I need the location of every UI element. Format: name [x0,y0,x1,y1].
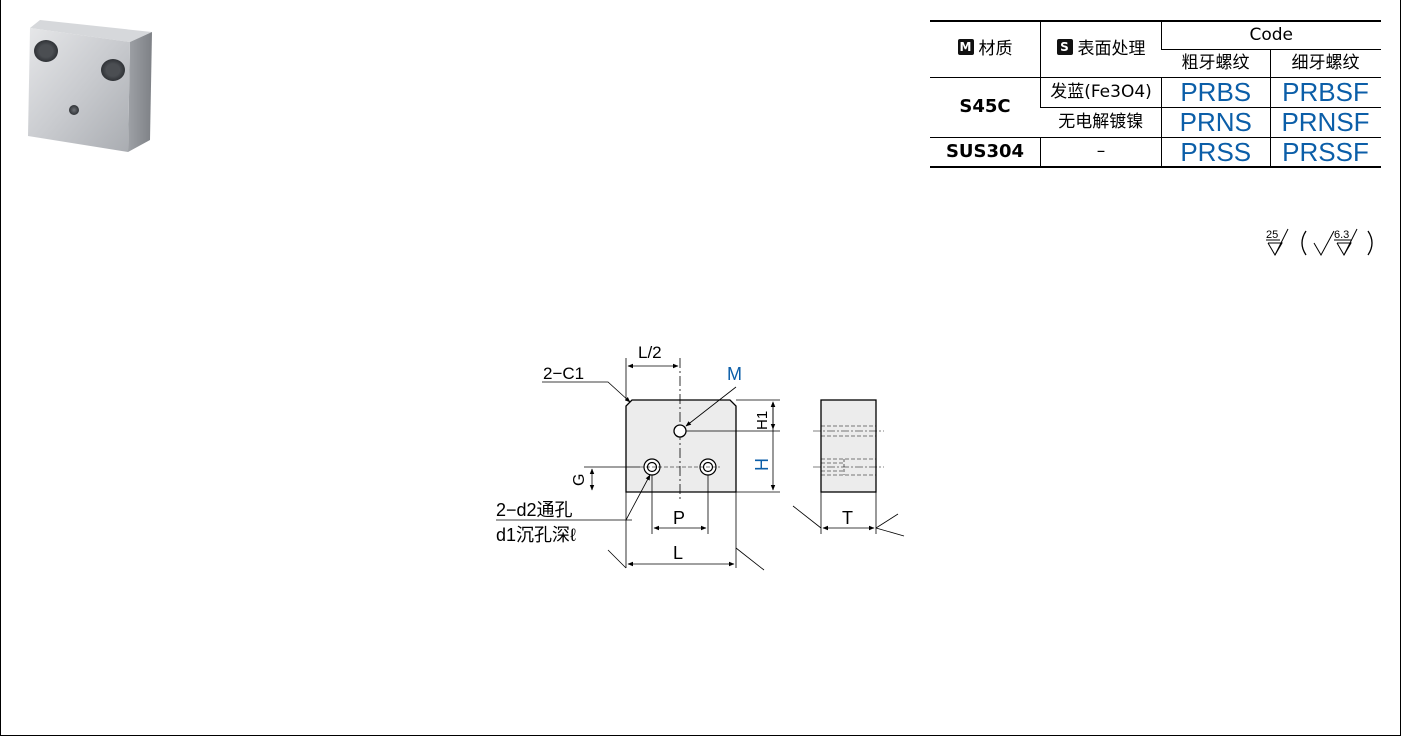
dim-l: L [673,543,683,563]
surface-cell: 无电解镀镍 [1040,106,1162,138]
code-cell: PRBS [1161,76,1270,108]
dim-g: G [571,474,588,486]
dim-l-half: L/2 [638,343,662,362]
code-cell: PRNS [1161,106,1270,138]
code-cell: PRSS [1161,136,1270,168]
material-cell: SUS304 [930,136,1041,168]
open-paren-icon [1301,230,1307,256]
surface-cell: – [1040,136,1162,168]
roughness-alt-value: 6.3 [1334,229,1349,241]
dim-t: T [842,508,853,528]
check-root-icon [1313,230,1335,257]
surface-badge: S [1056,38,1073,55]
material-cell: S45C [930,76,1041,138]
roughness-main-value: 25 [1266,229,1278,241]
code-header: Code [1161,20,1381,50]
code-cell: PRSSF [1269,136,1381,168]
material-header-label: 材质 [978,38,1013,59]
material-badge: M [957,38,974,55]
fine-thread-header: 细牙螺纹 [1269,48,1381,78]
dim-h: H [752,458,772,471]
dim-p: P [673,508,685,528]
close-paren-icon [1367,230,1373,256]
label-through-hole: 2−d2通孔 [496,500,573,520]
tapped-hole-m [673,424,687,438]
surface-header-label: 表面处理 [1077,38,1146,59]
code-cell: PRNSF [1269,106,1381,138]
code-cell: PRBSF [1269,76,1381,108]
side-view-block [820,399,877,493]
coarse-thread-header: 粗牙螺纹 [1161,48,1270,78]
label-counterbore: d1沉孔深ℓ [496,525,576,545]
surface-cell: 发蓝(Fe3O4) [1040,76,1162,108]
label-thread-m: M [727,364,742,384]
technical-drawing: L/2 2−C1 M H1 H G 2−d2通孔 d1沉孔深ℓ P L T [496,343,905,571]
surface-roughness-symbol: 25 6.3 [1266,228,1373,257]
dim-h1: H1 [754,411,771,430]
product-photo [28,20,152,152]
label-chamfer: 2−C1 [543,364,584,383]
front-view-block [625,399,737,493]
